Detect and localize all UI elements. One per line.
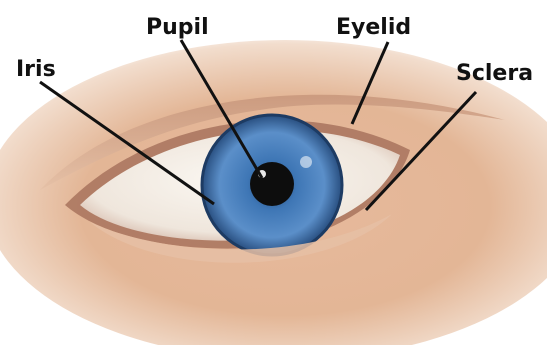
iris-label: Iris	[16, 57, 56, 82]
eyelid-label: Eyelid	[336, 15, 411, 40]
pupil-label: Pupil	[146, 15, 209, 40]
sclera-label: Sclera	[456, 61, 533, 86]
